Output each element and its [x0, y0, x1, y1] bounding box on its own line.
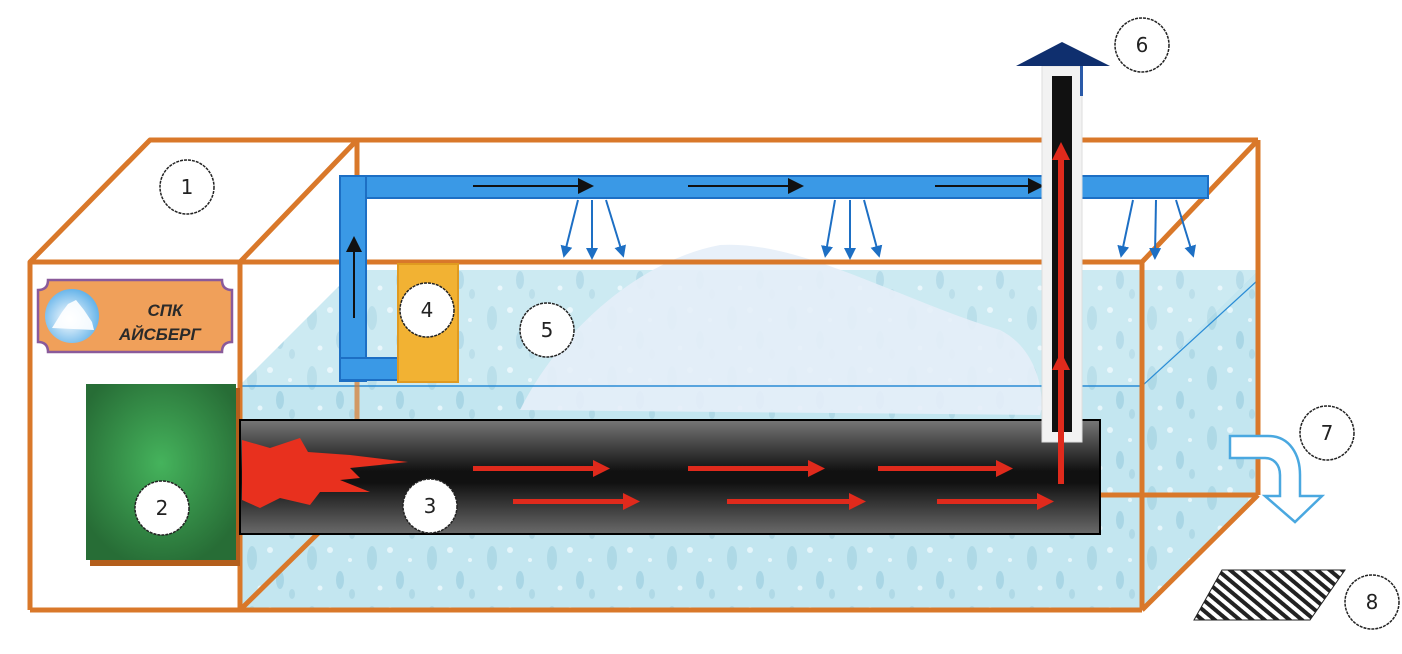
callout-4: 4 — [399, 282, 455, 338]
callout-7: 7 — [1299, 405, 1355, 461]
callout-5: 5 — [519, 302, 575, 358]
chimney-cap-icon — [1016, 42, 1110, 66]
callout-4-text: 4 — [421, 298, 434, 322]
grate-icon — [1193, 569, 1346, 621]
heating-pipe — [239, 419, 1101, 535]
callout-2: 2 — [134, 480, 190, 536]
flow-arrow-icon — [513, 493, 640, 510]
company-logo: СПК АЙСБЕРГ — [36, 278, 234, 354]
callout-2-text: 2 — [156, 496, 169, 520]
callout-labels: 1 2 3 4 5 6 7 8 — [134, 17, 1400, 630]
flow-arrow-icon — [937, 493, 1054, 510]
callout-7-text: 7 — [1321, 421, 1334, 445]
flow-arrow-icon — [727, 493, 866, 510]
boiler — [86, 384, 240, 566]
callout-1-text: 1 — [181, 175, 194, 199]
callout-3: 3 — [402, 478, 458, 534]
logo-line2: АЙСБЕРГ — [118, 324, 202, 344]
flow-arrow-icon — [878, 460, 1013, 477]
callout-5-text: 5 — [541, 318, 554, 342]
drain-arrow-icon — [1228, 434, 1326, 524]
callout-8: 8 — [1344, 574, 1400, 630]
logo-line1: СПК — [148, 301, 185, 320]
flow-arrow-icon — [688, 460, 825, 477]
air-duct — [339, 175, 1209, 382]
heat-flow-arrows — [473, 460, 1054, 510]
callout-8-text: 8 — [1366, 590, 1379, 614]
ice-pile — [520, 244, 1042, 415]
callout-6-text: 6 — [1136, 33, 1149, 57]
flow-arrow-icon — [473, 460, 610, 477]
callout-1: 1 — [159, 159, 215, 215]
flame-icon — [242, 438, 408, 508]
callout-6: 6 — [1114, 17, 1170, 73]
water-line-side — [1141, 279, 1259, 387]
callout-3-text: 3 — [424, 494, 437, 518]
air-outlets — [560, 199, 1196, 260]
chimney — [1016, 42, 1110, 484]
